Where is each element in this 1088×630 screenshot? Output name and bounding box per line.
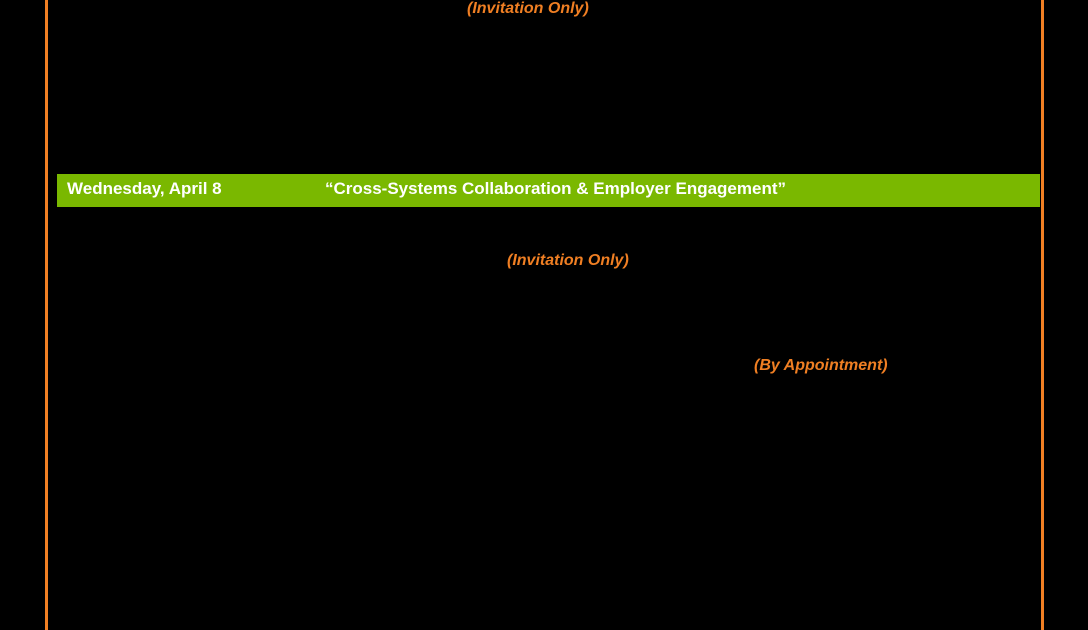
day-banner-title: “Cross-Systems Collaboration & Employer … [325,179,786,198]
invitation-only-note-middle: (Invitation Only) [507,252,629,269]
frame-left-border [45,0,48,630]
frame-right-border [1041,0,1044,630]
day-banner-date: Wednesday, April 8 [67,179,222,198]
invitation-only-note-top: (Invitation Only) [467,0,589,17]
day-banner-wednesday: Wednesday, April 8 “Cross-Systems Collab… [57,174,1040,207]
by-appointment-note: (By Appointment) [754,357,888,374]
